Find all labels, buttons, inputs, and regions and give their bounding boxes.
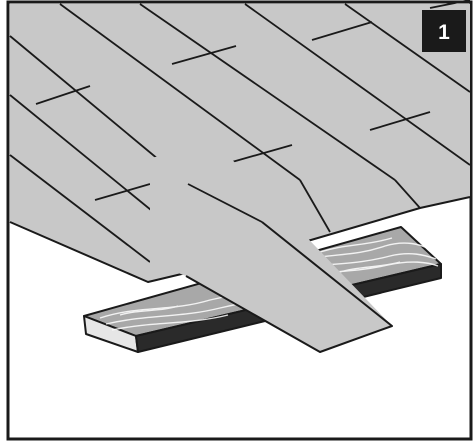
- loose-plank-upper-seam: [187, 183, 263, 223]
- loose-plank-edge: [185, 221, 393, 353]
- loose-plank: [150, 145, 393, 353]
- loose-plank-surface: [150, 145, 392, 352]
- step-badge-background: [422, 10, 466, 52]
- step-badge: 1: [422, 10, 466, 52]
- step-number: 1: [438, 21, 450, 44]
- floor-surface: [10, 4, 470, 282]
